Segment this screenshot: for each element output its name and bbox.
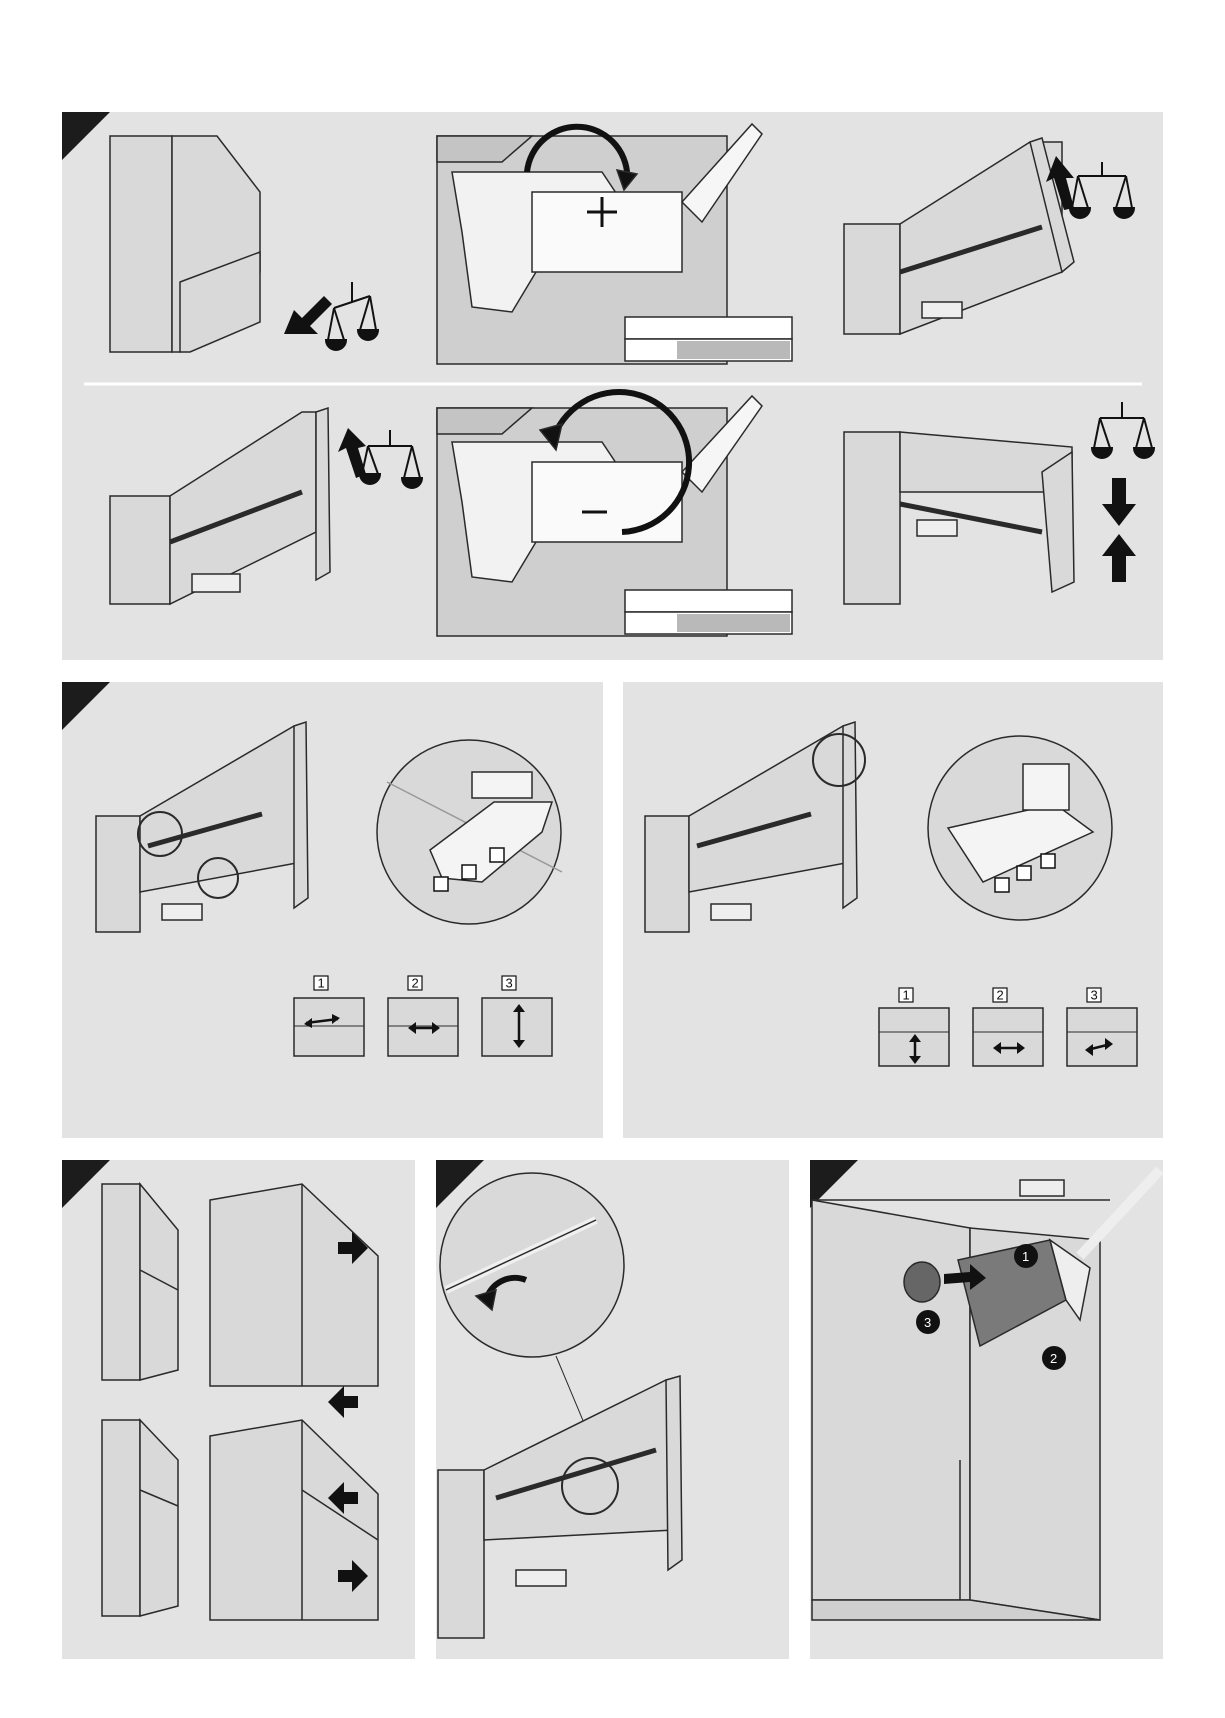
hinge-detail-circle <box>928 736 1112 920</box>
step-number: 1 <box>903 988 910 1003</box>
panel-cover-removal: 1 2 3 <box>810 1160 1163 1659</box>
step-number: 1 <box>318 976 325 991</box>
panel-hinge-adjust-right: 1 2 3 <box>623 682 1163 1138</box>
cover-removal-illustrations: 1 2 3 <box>810 1160 1163 1659</box>
open-flap-drawing <box>844 432 1074 604</box>
step-number: 2 <box>997 988 1004 1003</box>
step-badge-1: 1 <box>1014 1244 1038 1268</box>
panel-hinge-adjust-left: 1 2 3 <box>62 682 603 1138</box>
open-flap-drawing <box>645 722 865 932</box>
adjust-force-illustrations <box>62 112 1163 660</box>
arm-detail-circle <box>440 1173 624 1357</box>
balance-scale-icon <box>1070 162 1134 218</box>
door-alignment-illustrations <box>62 1160 415 1659</box>
panel-adjust-force <box>62 112 1163 660</box>
arrow-left-icon <box>328 1386 358 1418</box>
step-badge-2: 2 <box>1042 1346 1066 1370</box>
step-number: 3 <box>924 1315 931 1330</box>
adjust-step-3: 3 <box>1067 988 1137 1067</box>
hinge-detail-circle <box>377 740 562 924</box>
drill-adjust-minus-drawing <box>437 392 792 636</box>
hinge-adjust-right-illustrations: 1 2 3 <box>623 682 1163 1138</box>
balance-scale-icon <box>360 430 422 488</box>
balance-scale-icon <box>1092 402 1154 458</box>
step-badge-3: 3 <box>916 1310 940 1334</box>
adjust-step-3: 3 <box>482 976 552 1057</box>
step-number: 3 <box>1091 988 1098 1003</box>
adjust-step-2: 2 <box>388 976 458 1057</box>
step-number: 2 <box>1050 1351 1057 1366</box>
panel-door-alignment <box>62 1160 415 1659</box>
adjust-step-1: 1 <box>879 988 949 1067</box>
closed-cabinet-drawing <box>110 136 260 352</box>
arrow-down-icon <box>1102 478 1136 526</box>
open-flap-drawing <box>96 722 308 932</box>
arm-unlock-illustrations <box>436 1160 789 1659</box>
adjust-step-2: 2 <box>973 988 1043 1067</box>
step-number: 3 <box>506 976 513 991</box>
hinge-adjust-left-illustrations: 1 2 3 <box>62 682 603 1138</box>
balance-scale-icon <box>326 282 378 350</box>
open-flap-drawing <box>110 408 330 604</box>
step-number: 1 <box>1022 1249 1029 1264</box>
open-flap-drawing <box>438 1376 682 1638</box>
arrow-down-left-icon <box>284 296 332 334</box>
step-number: 2 <box>412 976 419 991</box>
arrow-up-icon <box>1102 534 1136 582</box>
open-flap-drawing <box>844 138 1074 334</box>
adjust-step-1: 1 <box>294 976 364 1057</box>
drill-adjust-plus-drawing <box>437 124 792 364</box>
panel-arm-unlock <box>436 1160 789 1659</box>
